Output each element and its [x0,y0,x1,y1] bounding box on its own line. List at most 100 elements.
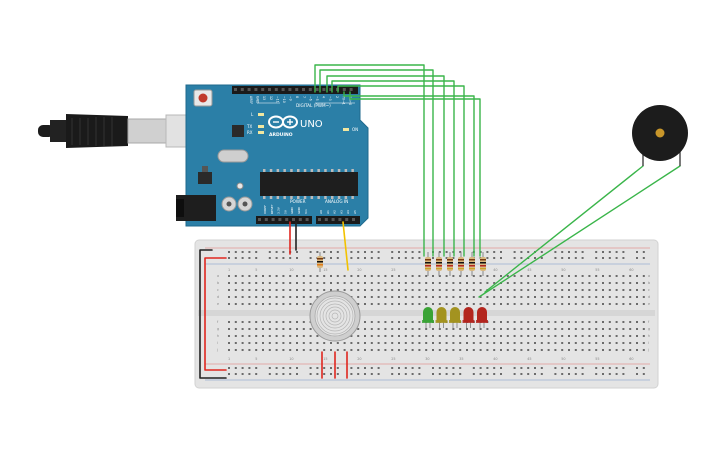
digital-pin-label: ~10 [282,96,286,103]
column-number: 40 [493,268,497,272]
row-letter: j [647,348,649,352]
wire-rail-vcc[interactable] [204,257,227,371]
resistors [425,252,486,276]
power-pin-label: 3.3V [277,206,281,214]
row-letter: h [217,334,219,338]
digital-pin-label: ~9 [289,96,293,101]
piezo-buzzer[interactable] [632,105,688,166]
column-number: 60 [629,268,633,272]
wire-green-1[interactable] [314,64,425,257]
wire-green-2[interactable] [319,69,434,257]
row-letter: j [216,348,218,352]
column-number: 5 [255,357,257,361]
leds [422,307,488,328]
row-letter: e [648,302,650,306]
sensor-resistor[interactable] [317,252,323,272]
rx-label: RX [247,130,253,135]
digital-pin-label: ~3 [328,96,332,101]
row-letter: g [648,327,650,331]
power-pin-label: Vin [304,209,308,214]
column-number: 10 [289,268,293,272]
digital-pin-label: 7 [302,96,306,98]
column-number: 25 [391,357,395,361]
digital-pin-label: 2 [335,96,339,98]
l-label: L [251,112,254,117]
on-label: ON [352,127,358,132]
power-label: POWER [290,199,306,204]
tx-label: TX [246,124,252,129]
led[interactable] [435,307,448,328]
analog-pin-label: A4 [346,210,350,214]
row-letter: a [217,274,219,278]
power-pin-label: GND [290,206,294,214]
column-number: 15 [323,268,327,272]
led[interactable] [422,307,434,328]
column-number: 15 [323,357,327,361]
digital-pin-label: RX←0 [348,96,352,105]
resistor[interactable] [469,252,475,276]
resistor[interactable] [425,252,431,276]
wire-buzzer-2[interactable] [478,165,681,298]
resistor[interactable] [458,252,464,276]
resistor[interactable] [480,252,486,276]
row-letter: c [648,288,650,292]
column-number: 50 [561,357,565,361]
column-number: 5 [255,268,257,272]
row-letter: b [217,281,219,285]
row-letter: e [217,302,219,306]
microcontroller-chip [260,172,358,196]
breadboard-holes [228,251,645,375]
digital-pin-label: AREF [249,96,253,104]
row-letter: d [217,295,219,299]
analog-pin-label: A2 [333,210,337,214]
power-pin-label: RESET [270,204,274,214]
arduino-logo [268,115,298,129]
wire-rail-gnd[interactable] [199,249,227,379]
column-number: 1 [228,357,230,361]
wire-green-5[interactable] [337,85,465,257]
digital-pin-label: 8 [295,96,299,98]
column-number: 55 [595,357,599,361]
digital-pin-label: TX→1 [341,95,345,105]
column-number: 20 [357,357,361,361]
digital-label: DIGITAL (PWM~) [296,103,331,108]
wire-green-6[interactable] [343,91,475,257]
analog-pin-label: A5 [353,210,357,214]
resistor[interactable] [436,252,442,276]
wire-buzzer-1[interactable] [484,165,644,293]
led[interactable] [476,307,488,328]
sensor-mesh [316,297,354,335]
resistor[interactable] [447,252,453,276]
row-letter: g [217,327,219,331]
power-pin-label: GND [297,206,301,214]
column-number: 60 [629,357,633,361]
digital-header [232,86,358,94]
digital-pin-label: ~5 [315,96,319,101]
wire-green-4[interactable] [331,80,455,257]
led[interactable] [449,307,461,328]
row-letter: b [648,281,650,285]
column-number: 25 [391,268,395,272]
analog-label: ANALOG IN [325,199,348,204]
row-letter: i [648,341,649,345]
wire-green-3[interactable] [326,75,445,257]
analog-pin-label: A1 [326,210,330,214]
analog-pin-label: A3 [339,210,343,214]
digital-pin-label: 13 [262,96,266,100]
column-number: 20 [357,268,361,272]
gas-sensor[interactable] [309,290,361,342]
wire-green-7[interactable] [349,91,481,257]
column-number: 10 [289,357,293,361]
reset-button[interactable] [198,93,208,103]
power-pin-label: IOREF [263,205,267,214]
power-header [256,216,312,224]
digital-pin-label: 4 [322,96,326,98]
column-number: 35 [459,357,463,361]
led[interactable] [462,307,475,328]
wire-analog[interactable] [342,221,349,271]
